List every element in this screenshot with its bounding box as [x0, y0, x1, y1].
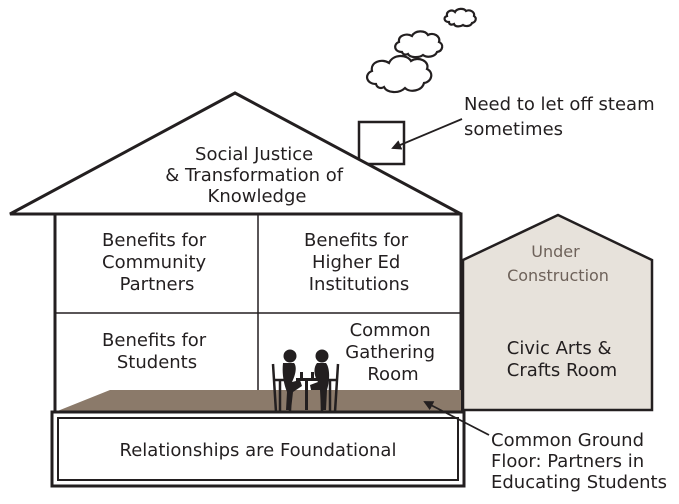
ground-callout-line: Floor: Partners in — [491, 451, 644, 472]
smoke-cloud-medium — [394, 30, 444, 59]
roof-label: Social Justice & Transformation of Knowl… — [165, 144, 349, 207]
room-higher-ed-line: Higher Ed — [312, 252, 400, 273]
room-gathering-label: Common Gathering Room — [345, 320, 441, 385]
room-gathering-line: Gathering — [345, 342, 435, 363]
room-community-line: Partners — [120, 274, 195, 295]
annex-status-label: Under Construction — [507, 242, 609, 285]
steam-callout-line: Need to let off steam — [464, 94, 655, 115]
roof-label-line: Knowledge — [208, 186, 307, 207]
steam-callout: Need to let off steam sometimes — [464, 94, 660, 140]
chair-right — [320, 363, 340, 413]
smoke-cloud-icon — [366, 7, 477, 94]
annex-room-line: Civic Arts & — [507, 338, 612, 359]
room-higher-ed-line: Institutions — [309, 274, 409, 295]
annex-status-line: Under — [531, 242, 580, 261]
smoke-cloud-small — [443, 7, 477, 28]
glass-right — [311, 372, 314, 378]
room-students-label: Benefits for Students — [102, 330, 212, 373]
steam-arrow — [391, 118, 463, 150]
ground-callout-line: Educating Students — [491, 472, 667, 493]
room-higher-ed-label: Benefits for Higher Ed Institutions — [304, 230, 414, 295]
person-left-head — [283, 349, 297, 363]
ground-callout: Common Ground Floor: Partners in Educati… — [491, 430, 667, 493]
chimney — [357, 120, 406, 166]
annex-room-label: Civic Arts & Crafts Room — [507, 338, 617, 381]
person-right-body — [310, 363, 330, 410]
chair-left — [271, 363, 292, 413]
room-community-line: Benefits for — [102, 230, 207, 251]
foundation-inner — [57, 417, 459, 481]
annex-status-line: Construction — [507, 266, 609, 285]
roof-label-line: Social Justice — [195, 144, 313, 165]
annex-room-line: Crafts Room — [507, 360, 617, 381]
room-gathering-line: Room — [367, 364, 418, 385]
steam-callout-line: sometimes — [464, 119, 563, 140]
room-students-line: Students — [117, 352, 197, 373]
room-students-line: Benefits for — [102, 330, 207, 351]
person-left-body — [282, 363, 302, 410]
roof-label-line: & Transformation of — [165, 165, 344, 186]
room-community-label: Benefits for Community Partners — [102, 230, 212, 295]
ground-arrow — [423, 401, 490, 436]
room-higher-ed-line: Benefits for — [304, 230, 409, 251]
glass-left — [300, 372, 303, 378]
table-leg — [305, 381, 308, 410]
smoke-cloud-large — [366, 54, 433, 94]
dining-people-icon — [271, 349, 340, 413]
room-gathering-line: Common — [350, 320, 431, 341]
common-ground-floor — [55, 390, 461, 412]
person-right-head — [315, 349, 329, 363]
ground-callout-line: Common Ground — [491, 430, 644, 451]
annex-building — [461, 213, 654, 412]
room-community-line: Community — [102, 252, 207, 273]
table-top — [296, 378, 318, 381]
foundation-label: Relationships are Foundational — [120, 440, 397, 461]
